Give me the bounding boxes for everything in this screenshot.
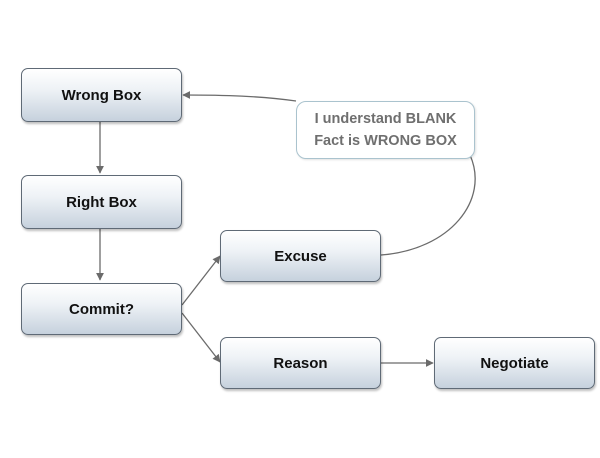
callout-line-1: I understand BLANK [314, 111, 457, 127]
callout-line-2: Fact is WRONG BOX [314, 133, 457, 149]
connector-commit-to-excuse [181, 255, 221, 306]
node-wrong-box-label: Wrong Box [61, 86, 142, 104]
node-wrong-box[interactable]: Wrong Box [21, 68, 182, 122]
node-reason-label: Reason [273, 354, 328, 372]
node-right-box-label: Right Box [66, 193, 137, 211]
callout-note[interactable]: I understand BLANK Fact is WRONG BOX [296, 101, 475, 159]
node-excuse[interactable]: Excuse [220, 230, 381, 282]
connector-commit-to-reason [181, 312, 221, 363]
node-commit-label: Commit? [69, 300, 134, 318]
node-negotiate-label: Negotiate [480, 354, 549, 372]
node-negotiate[interactable]: Negotiate [434, 337, 595, 389]
node-reason[interactable]: Reason [220, 337, 381, 389]
connector-excuse-to-wrong [183, 95, 476, 256]
node-excuse-label: Excuse [274, 247, 327, 265]
node-right-box[interactable]: Right Box [21, 175, 182, 229]
node-commit[interactable]: Commit? [21, 283, 182, 335]
